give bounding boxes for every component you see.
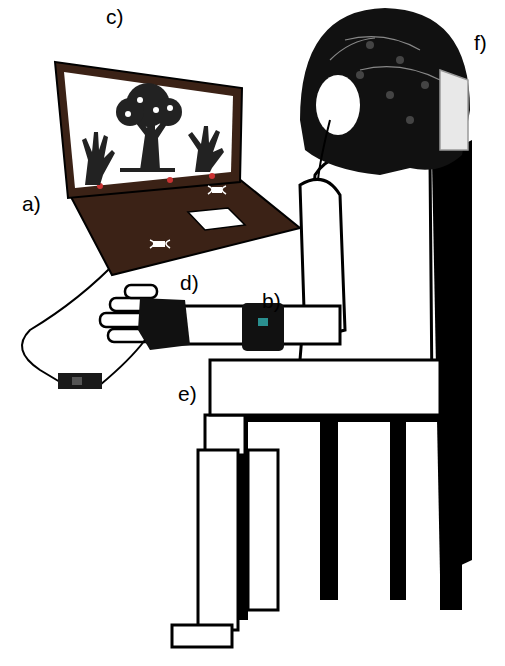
callout-letter: c) [106,6,124,27]
microcontroller-board [58,373,102,389]
callout-letter: b) [262,290,281,311]
callout-letter: e) [178,383,197,404]
eeg-cap [300,8,470,180]
cable [22,258,145,385]
legs [172,415,278,647]
callout-letter: a) [22,193,41,214]
callout-letter: f) [474,32,487,53]
laptop [55,62,300,275]
callout-letter: d) [180,272,199,293]
